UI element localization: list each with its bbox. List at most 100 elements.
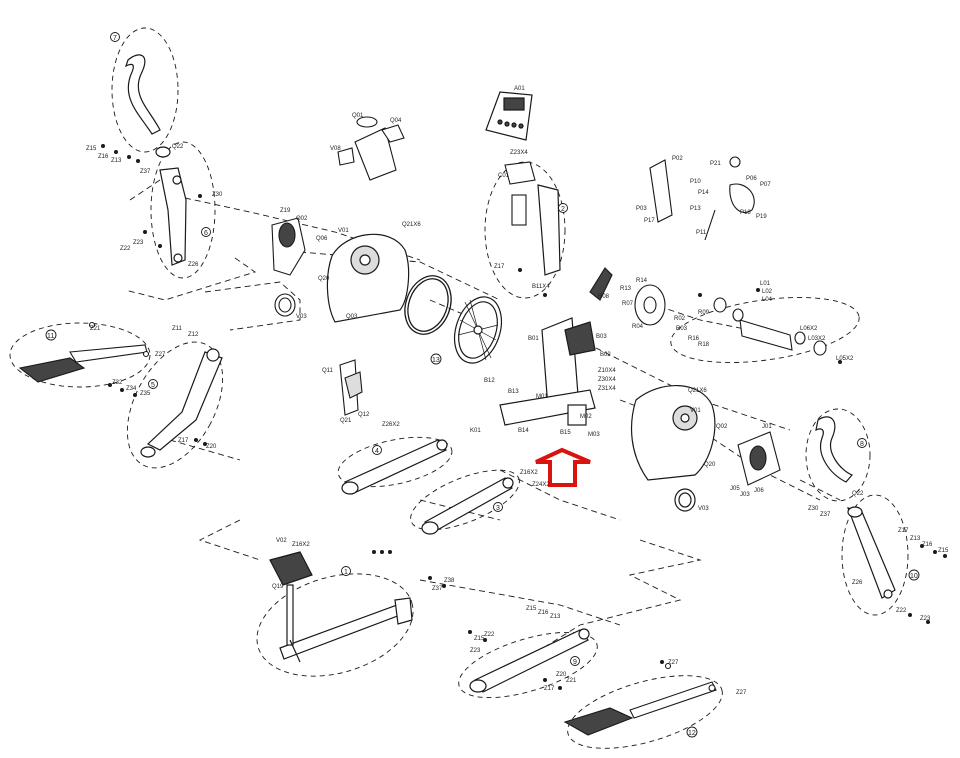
group-right-top-handle	[805, 408, 871, 502]
svg-text:4: 4	[375, 448, 379, 455]
part-label: Z24X2	[532, 482, 550, 488]
part-label: P19	[756, 214, 767, 220]
part-label: V03	[698, 506, 709, 512]
part-label: Z22	[484, 632, 495, 638]
assembly-groups	[9, 27, 909, 749]
part-label: Z27	[155, 352, 166, 358]
part-label: Z23	[133, 240, 144, 246]
group-swing-arm-b	[410, 469, 520, 531]
right-handlebar	[815, 416, 853, 483]
left-lower-arm	[140, 348, 223, 458]
part-label: K01	[470, 428, 481, 434]
part-label: Z16X2	[520, 470, 538, 476]
part-label: M01	[536, 394, 548, 400]
top-shroud	[337, 116, 405, 181]
part-label: L04	[762, 297, 773, 303]
part-label: Z13	[550, 614, 561, 620]
part-label: V02	[276, 538, 287, 544]
left-cover	[326, 233, 410, 323]
group-swing-arm-a	[337, 436, 453, 488]
svg-text:1: 1	[344, 569, 348, 576]
part-label: Z23X4	[510, 150, 528, 156]
console-bracket	[504, 161, 536, 226]
part-label: Z32	[112, 380, 123, 386]
part-label: Z22	[896, 608, 907, 614]
part-label: P03	[636, 206, 647, 212]
group-right-pedal	[567, 675, 723, 749]
group-left-pedal	[9, 322, 151, 388]
hardware-bolts	[101, 144, 947, 690]
part-label: R08	[598, 294, 610, 300]
part-label: M03	[588, 432, 600, 438]
svg-text:10: 10	[910, 573, 918, 580]
part-label: Z22	[120, 246, 131, 252]
group-left-upper-arm	[150, 141, 216, 279]
part-label: J01	[762, 424, 772, 430]
svg-text:6: 6	[204, 230, 208, 237]
part-label: B12	[484, 378, 495, 384]
part-label: Z23	[920, 616, 931, 622]
part-label: Z37	[820, 512, 831, 518]
part-label: Q06	[316, 236, 328, 242]
part-label: Z13	[111, 158, 122, 164]
part-label: Q03	[346, 314, 358, 320]
group-right-crank	[670, 297, 860, 363]
callout-6: 6	[201, 227, 211, 237]
group-console-mast	[484, 161, 566, 299]
resistance-knob-assembly	[649, 156, 755, 241]
part-label: V01	[690, 408, 701, 414]
callout-12: 12	[686, 726, 698, 738]
part-label: Z27	[668, 660, 679, 666]
part-label: Q02	[296, 216, 308, 222]
part-label: R02	[674, 316, 686, 322]
part-label: V01	[338, 228, 349, 234]
callout-2: 2	[558, 203, 568, 213]
part-label: B14	[518, 428, 529, 434]
part-label: Z26X2	[382, 422, 400, 428]
callout-13: 13	[430, 353, 442, 365]
part-label: Z26	[852, 580, 863, 586]
part-label: A01	[514, 86, 525, 92]
part-label: P21	[710, 161, 721, 167]
circled-callouts: 1 2 3 4 5 6 7 8 9 10 11 12 13	[45, 32, 920, 738]
part-label: B15	[560, 430, 571, 436]
right-crank-assembly	[589, 267, 827, 356]
part-label: Q19	[272, 584, 284, 590]
part-label: Z20	[556, 672, 567, 678]
left-upper-arm	[159, 167, 187, 266]
callout-11: 11	[45, 329, 57, 341]
drive-belt	[404, 275, 452, 335]
part-label: Q20	[318, 276, 330, 282]
part-label: B02	[600, 352, 611, 358]
part-label: P13	[690, 206, 701, 212]
left-pulley-bracket	[271, 217, 306, 317]
part-label: Z15	[938, 548, 949, 554]
part-label: Z27	[736, 690, 747, 696]
part-label: V03	[296, 314, 307, 320]
svg-text:9: 9	[573, 659, 577, 666]
part-label: Q21X6	[688, 388, 707, 394]
part-label: B11X4	[532, 284, 550, 290]
part-label: J06	[754, 488, 764, 494]
part-label: Z30	[808, 506, 819, 512]
part-label: Z26	[188, 262, 199, 268]
part-label: Z17	[494, 264, 505, 270]
part-label: Q22	[852, 491, 864, 497]
part-label: Z31X4	[598, 386, 616, 392]
part-label: R07	[622, 301, 634, 307]
part-label: P14	[698, 190, 709, 196]
part-label: Z13	[910, 536, 921, 542]
part-label: Z17	[544, 686, 555, 692]
part-label: Z16	[922, 542, 933, 548]
part-label: Q12	[358, 412, 370, 418]
callout-4: 4	[372, 445, 382, 455]
part-label: Z15	[526, 606, 537, 612]
right-pedal	[563, 662, 717, 736]
part-label: Q21	[340, 418, 352, 424]
part-label: Z15	[474, 636, 485, 642]
part-label: Q20	[704, 462, 716, 468]
part-label: P17	[644, 218, 655, 224]
part-label: Z30	[212, 192, 223, 198]
svg-text:8: 8	[860, 441, 864, 448]
part-label: R14	[636, 278, 648, 284]
